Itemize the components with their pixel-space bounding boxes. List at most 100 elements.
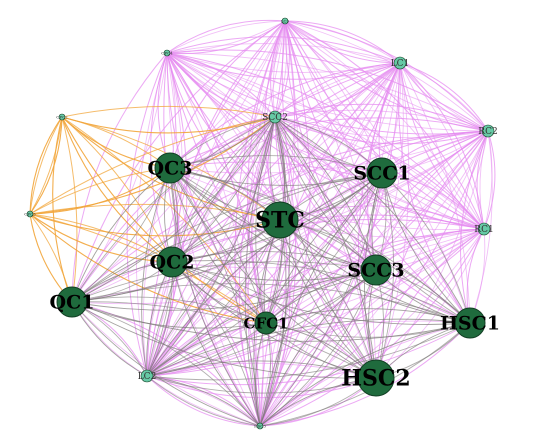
node-cfc4 — [163, 49, 171, 57]
gray-edge — [171, 172, 383, 263]
orange-edge — [29, 116, 63, 215]
gray-edge — [259, 322, 471, 427]
gray-edge — [259, 172, 383, 427]
node-stc — [261, 201, 299, 239]
gray-edge — [71, 269, 377, 311]
gray-edge — [146, 375, 261, 427]
pink-edge — [259, 228, 485, 427]
pink-edge — [274, 20, 290, 118]
gray-edge — [71, 301, 261, 427]
node-lc3 — [281, 17, 289, 25]
node-label-lc3: LC3 — [281, 18, 290, 23]
pink-edge — [166, 52, 489, 135]
pink-edge — [274, 116, 471, 324]
pink-edge — [71, 116, 276, 303]
pink-edge — [135, 52, 168, 377]
pink-edge — [274, 116, 377, 271]
gray-edge — [71, 301, 377, 379]
orange-edge — [29, 213, 267, 324]
pink-edge — [274, 62, 401, 118]
pink-edge — [284, 20, 401, 64]
node-scc3 — [360, 254, 392, 286]
pink-edge — [71, 52, 168, 303]
nodes: STCQC3QC2QC1SCC1SCC3HSC1HSC2CFC1SCC2RC2R… — [24, 17, 500, 430]
gray-edge — [171, 116, 276, 263]
pink-edge — [399, 62, 485, 230]
pink-edge — [399, 62, 471, 324]
pink-edge — [399, 62, 489, 132]
node-label-rc2: RC2 — [478, 127, 497, 137]
pink-edge — [166, 52, 401, 80]
orange-edge — [61, 116, 173, 263]
pink-edge — [284, 20, 489, 132]
gray-edge — [146, 172, 383, 377]
pink-edge — [146, 320, 471, 377]
pink-edge — [259, 20, 311, 427]
pink-edge — [146, 375, 261, 427]
orange-edge — [61, 116, 276, 134]
pink-edge — [483, 130, 496, 230]
gray-edge — [146, 322, 471, 381]
gray-edge — [71, 283, 471, 324]
pink-edge — [259, 130, 489, 427]
pink-edge — [171, 261, 261, 427]
gray-edge — [171, 261, 261, 427]
node-scc1 — [366, 157, 398, 189]
pink-edge — [169, 62, 401, 169]
pink-edge — [399, 62, 489, 132]
gray-edge — [274, 116, 471, 324]
orange-edge — [29, 116, 63, 215]
gray-edge — [265, 308, 471, 324]
pink-edge — [166, 52, 264, 427]
pink-edge — [259, 228, 485, 427]
pink-edge — [142, 167, 171, 377]
gray-edge — [171, 261, 377, 379]
pink-edge — [146, 116, 276, 377]
pink-edge — [274, 116, 377, 379]
pink-edge — [259, 172, 383, 427]
gray-edge — [146, 219, 281, 377]
gray-edge — [265, 172, 383, 324]
pink-edge — [71, 301, 261, 427]
pink-edge — [284, 20, 401, 64]
node-hsc1 — [454, 307, 486, 339]
node-label-hsc1: HSC1 — [440, 313, 500, 335]
node-label-scc3: SCC3 — [347, 260, 404, 282]
node-rc2 — [481, 124, 495, 138]
orange-edge — [29, 116, 276, 215]
pink-edge — [259, 228, 485, 427]
pink-edge — [169, 161, 485, 230]
pink-edge — [166, 52, 276, 118]
node-hsc2 — [357, 359, 395, 397]
gray-edge — [171, 251, 377, 271]
node-label-cfc1: CFC1 — [244, 314, 289, 332]
pink-edge — [146, 375, 261, 427]
orange-edge — [29, 116, 63, 215]
pink-edge — [274, 103, 489, 132]
gray-edge — [381, 172, 471, 324]
gray-edge — [71, 167, 171, 303]
pink-edge — [71, 130, 489, 303]
node-qc1 — [56, 286, 88, 318]
pink-edge — [399, 62, 485, 230]
gray-edge — [71, 172, 383, 303]
gray-edge — [279, 219, 471, 324]
pink-edge — [274, 116, 489, 145]
node-qc3 — [154, 152, 186, 184]
gray-edges — [71, 116, 471, 427]
node-label-hsc2: HSC2 — [341, 366, 411, 392]
gray-edge — [169, 167, 261, 427]
gray-edge — [274, 116, 377, 379]
orange-edge — [61, 105, 276, 118]
gray-edge — [381, 172, 471, 324]
node-label-cfc4: CFC4 — [161, 50, 173, 55]
pink-edge — [71, 301, 261, 427]
gray-edge — [274, 116, 377, 271]
pink-edge — [274, 62, 401, 118]
pink-edge — [166, 20, 286, 55]
gray-edge — [274, 116, 377, 379]
orange-edge — [29, 116, 276, 215]
node-cfc2 — [58, 113, 66, 121]
